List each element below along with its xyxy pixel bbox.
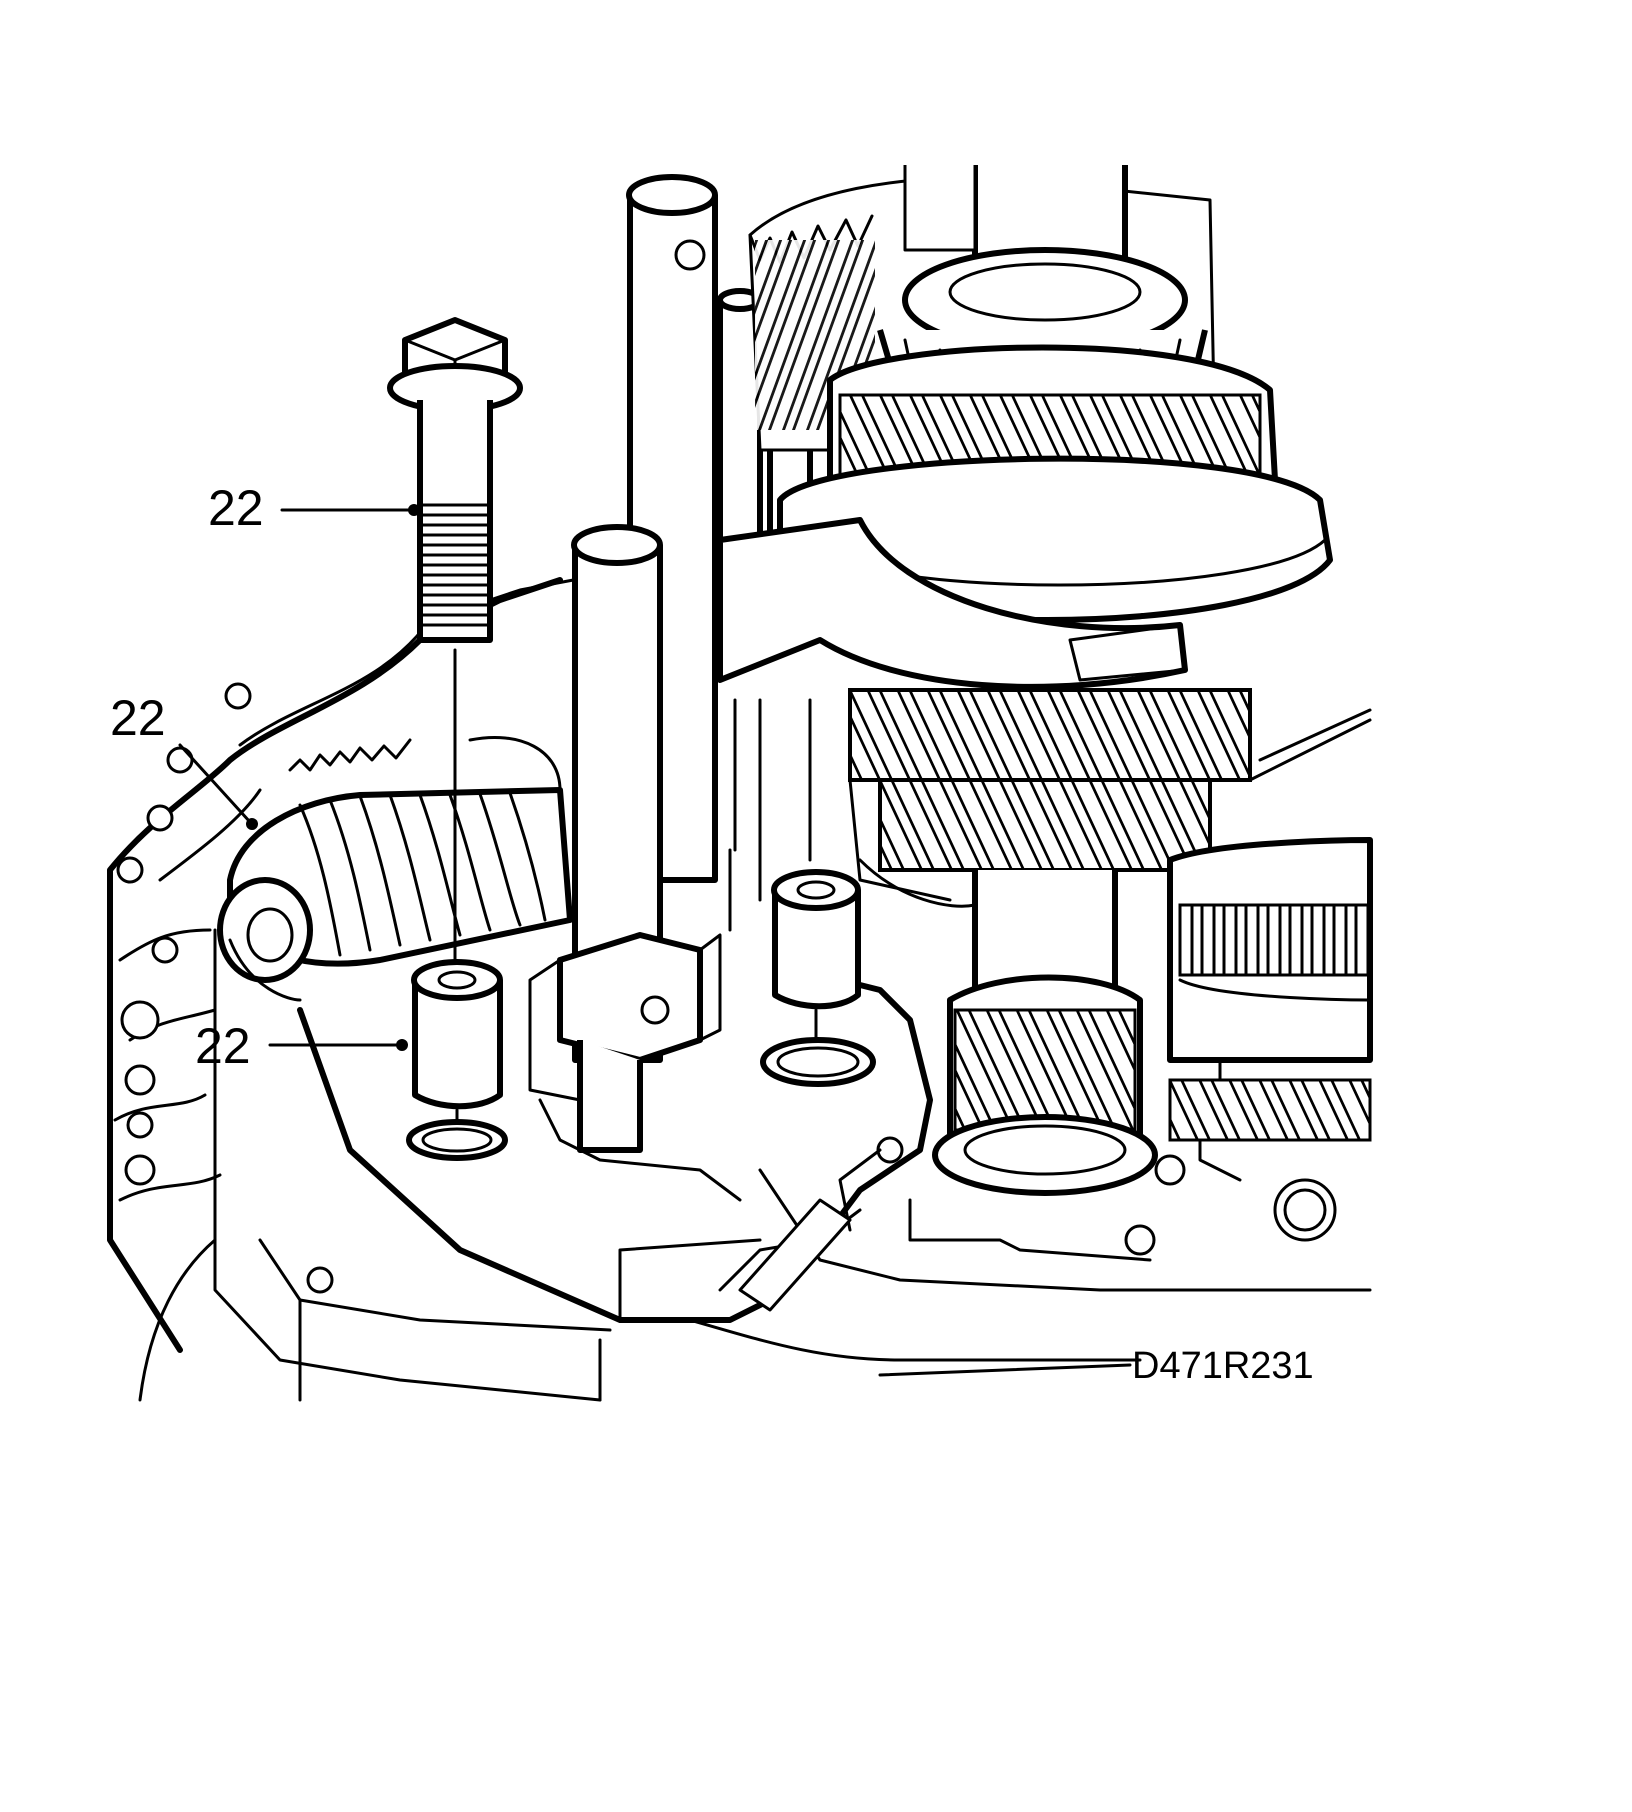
selector-drum [217, 735, 573, 1002]
sleeve [406, 959, 508, 1161]
callout-housing: 22 [110, 690, 258, 830]
callout-label: 22 [208, 480, 264, 536]
callout-sleeve: 22 [195, 1018, 408, 1074]
callout-label: 22 [195, 1018, 251, 1074]
dowel-sleeve-right [760, 869, 876, 1087]
figure-code: D471R231 [878, 1345, 1314, 1387]
callout-label: 22 [110, 690, 166, 746]
gear-cluster [717, 165, 1373, 1196]
selector-plate [297, 967, 933, 1323]
callout-bolt: 22 [208, 480, 420, 536]
figure-code-label: D471R231 [1132, 1345, 1314, 1387]
bolt [387, 317, 523, 977]
